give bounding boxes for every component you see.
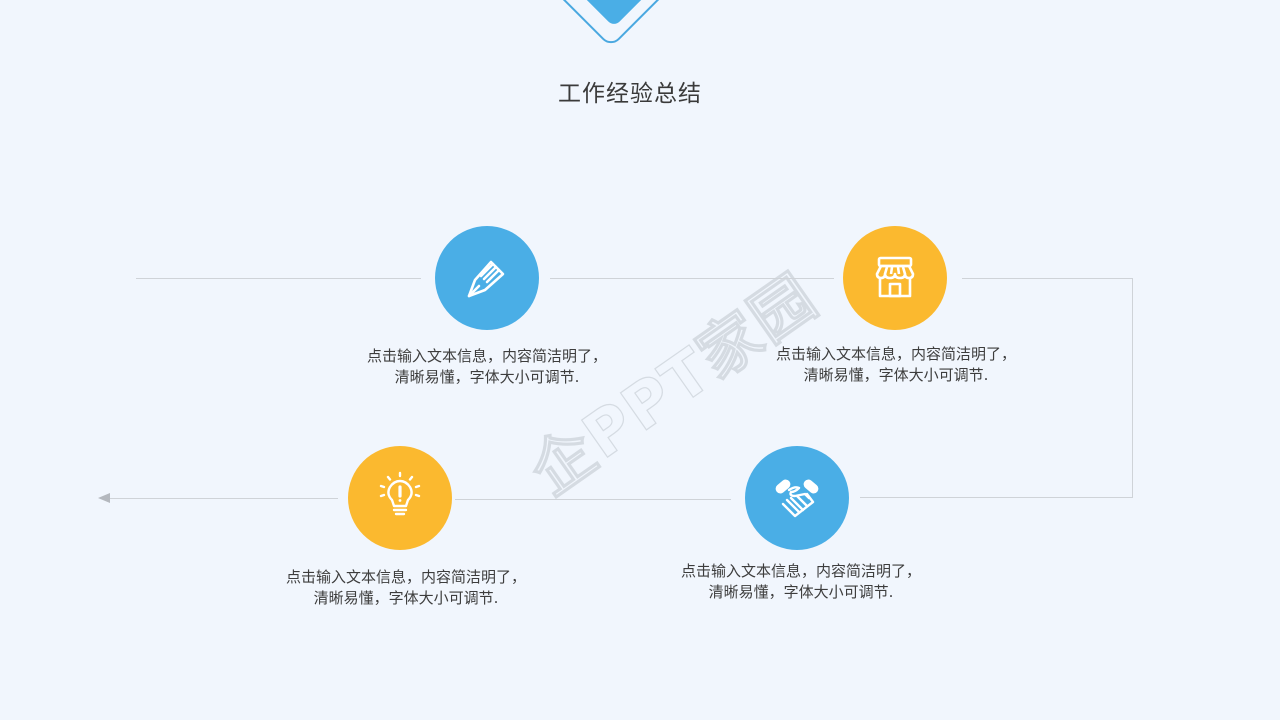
connector-line bbox=[136, 278, 421, 279]
step-1-circle bbox=[435, 226, 539, 330]
handshake-icon bbox=[775, 479, 819, 518]
connector-line bbox=[455, 499, 731, 500]
step-2-circle bbox=[843, 226, 947, 330]
connector-line bbox=[550, 278, 834, 279]
connector-line bbox=[860, 497, 1133, 498]
step-4-circle bbox=[348, 446, 452, 550]
step-2-description: 点击输入文本信息，内容简洁明了， 清晰易懂，字体大小可调节. bbox=[775, 345, 1016, 384]
arrow-left-icon bbox=[98, 493, 110, 503]
step-4-description: 点击输入文本信息，内容简洁明了， 清晰易懂，字体大小可调节. bbox=[285, 568, 526, 607]
step-3-description: 点击输入文本信息，内容简洁明了， 清晰易懂，字体大小可调节. bbox=[680, 562, 921, 601]
connector-line bbox=[962, 278, 1133, 279]
lightbulb-icon bbox=[379, 471, 421, 516]
connector-line bbox=[1132, 278, 1133, 498]
connector-line bbox=[104, 498, 338, 499]
step-3-circle bbox=[745, 446, 849, 550]
page-title: 工作经验总结 bbox=[558, 81, 702, 107]
pencil-icon bbox=[467, 260, 505, 298]
step-1-description: 点击输入文本信息，内容简洁明了， 清晰易懂，字体大小可调节. bbox=[366, 347, 607, 386]
store-icon bbox=[875, 256, 915, 298]
